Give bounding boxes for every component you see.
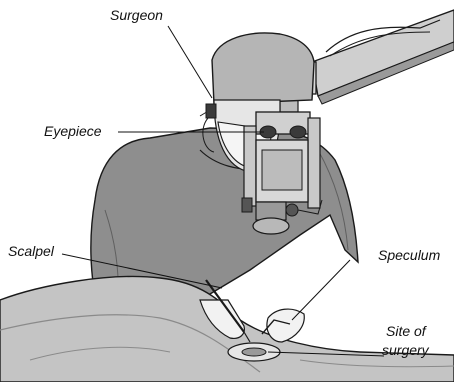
speculum-leader-line — [292, 260, 350, 320]
label-site-of-surgery-line1: Site of — [386, 323, 428, 339]
surgeon-leader-line — [168, 26, 212, 98]
label-speculum: Speculum — [378, 247, 441, 263]
label-surgeon: Surgeon — [110, 7, 163, 23]
label-site-of-surgery-line2: surgery — [382, 342, 430, 358]
label-scalpel: Scalpel — [8, 243, 55, 259]
label-eyepiece: Eyepiece — [44, 123, 102, 139]
